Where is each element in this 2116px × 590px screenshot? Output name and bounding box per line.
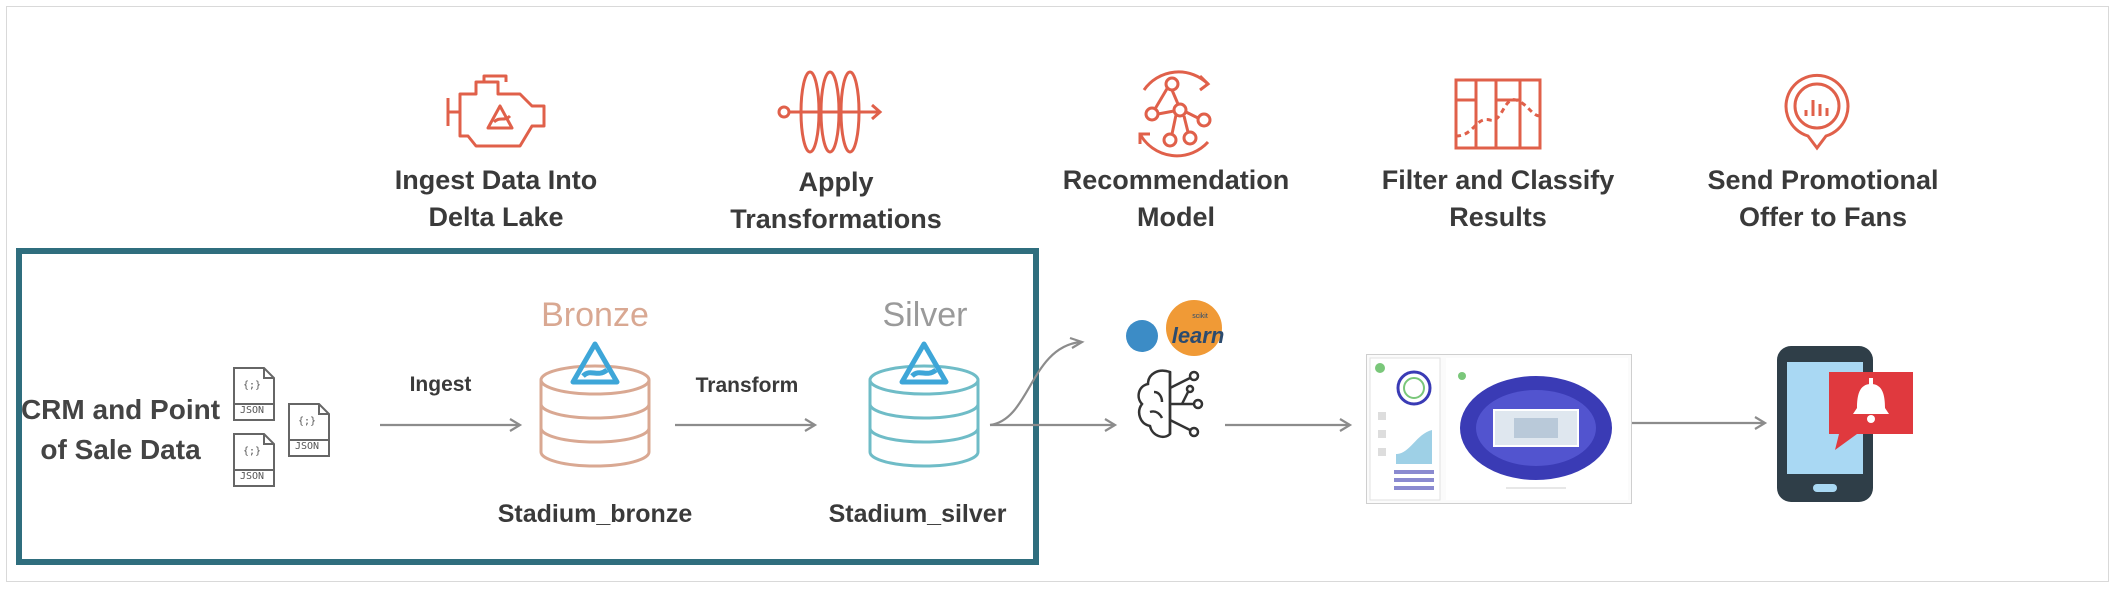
step-label-line: Delta Lake bbox=[428, 202, 564, 232]
json-glyph: {;} bbox=[242, 380, 262, 391]
json-file-icon bbox=[233, 433, 275, 487]
notification-chat-icon bbox=[1784, 73, 1850, 151]
scikit-learn-logo: scikit learn bbox=[1126, 300, 1225, 356]
json-file-icon bbox=[233, 367, 275, 421]
dashboard-thumbnail bbox=[1366, 354, 1632, 504]
step-label-transform: Apply Transformations bbox=[691, 164, 981, 238]
step-label-line: Ingest Data Into bbox=[394, 165, 598, 195]
network-graph-icon bbox=[1138, 70, 1212, 158]
silver-database-icon bbox=[868, 341, 980, 468]
transform-rings-icon bbox=[777, 70, 883, 154]
step-label-line: Apply bbox=[798, 167, 874, 197]
step-label-line: Send Promotional bbox=[1707, 165, 1939, 195]
sklearn-small-text: scikit bbox=[1192, 313, 1208, 320]
ai-brain-icon bbox=[1137, 369, 1204, 438]
bronze-database-icon bbox=[539, 341, 651, 468]
crm-label-line: CRM and Point bbox=[20, 394, 221, 425]
crm-source-label: CRM and Point of Sale Data bbox=[18, 390, 223, 470]
step-label-filter: Filter and Classify Results bbox=[1353, 162, 1643, 236]
step-label-line: Results bbox=[1449, 202, 1547, 232]
step-label-model: Recommendation Model bbox=[1031, 162, 1321, 236]
delta-pipeline-highlight-box bbox=[16, 248, 1039, 565]
transform-arrow-label: Transform bbox=[695, 374, 799, 397]
ingest-arrow-label: Ingest bbox=[409, 373, 472, 396]
sklearn-logo-text: learn bbox=[1172, 323, 1225, 348]
json-file-icon bbox=[288, 403, 330, 457]
diagram-frame bbox=[6, 6, 2109, 582]
step-label-send-offer: Send Promotional Offer to Fans bbox=[1678, 162, 1968, 236]
bronze-tier-label: Bronze bbox=[541, 296, 649, 334]
phone-notification-icon bbox=[1777, 346, 1913, 502]
step-label-line: Recommendation bbox=[1062, 165, 1290, 195]
json-glyph: {;} bbox=[297, 416, 317, 427]
bronze-table-label: Stadium_bronze bbox=[497, 500, 693, 528]
silver-table-label: Stadium_silver bbox=[828, 500, 1007, 528]
json-label: JSON bbox=[239, 405, 265, 416]
json-label: JSON bbox=[239, 471, 265, 482]
json-glyph: {;} bbox=[242, 446, 262, 457]
crm-label-line: of Sale Data bbox=[40, 434, 201, 465]
filter-chart-icon bbox=[1454, 78, 1542, 150]
step-label-line: Offer to Fans bbox=[1738, 202, 1907, 232]
delta-engine-icon bbox=[446, 74, 546, 148]
silver-tier-label: Silver bbox=[882, 296, 968, 334]
json-label: JSON bbox=[294, 441, 320, 452]
step-label-line: Transformations bbox=[730, 204, 942, 234]
step-label-line: Filter and Classify bbox=[1381, 165, 1615, 195]
step-label-ingest: Ingest Data Into Delta Lake bbox=[351, 162, 641, 236]
step-label-line: Model bbox=[1137, 202, 1215, 232]
